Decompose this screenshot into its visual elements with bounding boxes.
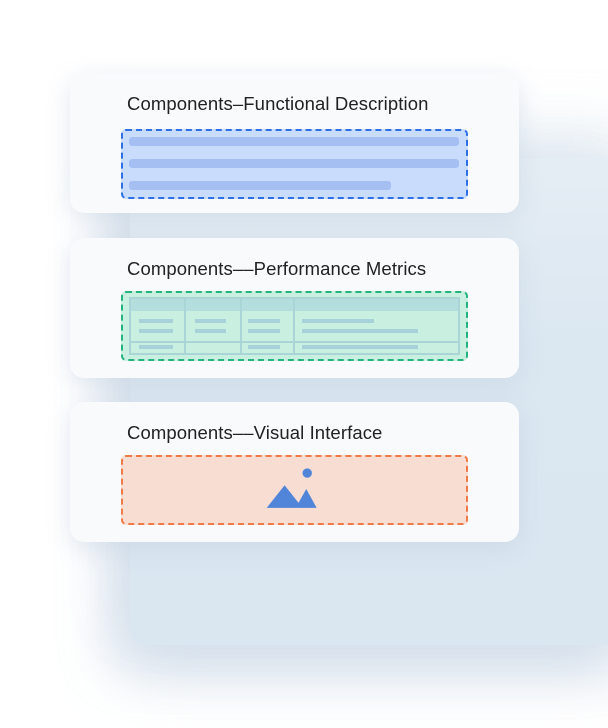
table-column-divider bbox=[184, 299, 186, 353]
table-cell-line bbox=[139, 329, 173, 333]
text-placeholder-box bbox=[121, 129, 468, 199]
card-title: Components–Functional Description bbox=[127, 93, 429, 114]
sun-circle bbox=[302, 468, 312, 478]
table-column-divider bbox=[293, 299, 295, 353]
table-cell-line bbox=[139, 319, 173, 323]
table-placeholder bbox=[129, 297, 460, 355]
table-cell-line bbox=[248, 345, 280, 349]
table-cell-line bbox=[302, 319, 374, 323]
table-cell-line bbox=[248, 319, 280, 323]
table-placeholder-box bbox=[121, 291, 468, 361]
card-performance-metrics: Components––Performance Metrics bbox=[70, 238, 519, 378]
table-cell-line bbox=[302, 329, 418, 333]
text-line bbox=[129, 137, 459, 146]
card-title: Components––Performance Metrics bbox=[127, 258, 427, 279]
image-icon bbox=[266, 468, 317, 508]
table-column-divider bbox=[240, 299, 242, 353]
table-cell-line bbox=[139, 345, 173, 349]
text-line bbox=[129, 181, 391, 190]
card-title: Components––Visual Interface bbox=[127, 422, 383, 443]
image-placeholder-box bbox=[121, 455, 468, 525]
table-row-divider bbox=[131, 341, 458, 343]
card-visual-interface: Components––Visual Interface bbox=[70, 402, 519, 542]
table-cell-line bbox=[302, 345, 418, 349]
table-cell-line bbox=[248, 329, 280, 333]
table-cell-line bbox=[195, 319, 226, 323]
mountain-large bbox=[266, 485, 303, 508]
card-functional-description: Components–Functional Description bbox=[70, 73, 519, 213]
text-line bbox=[129, 159, 459, 168]
mountain-small bbox=[297, 489, 317, 508]
table-cell-line bbox=[195, 329, 226, 333]
